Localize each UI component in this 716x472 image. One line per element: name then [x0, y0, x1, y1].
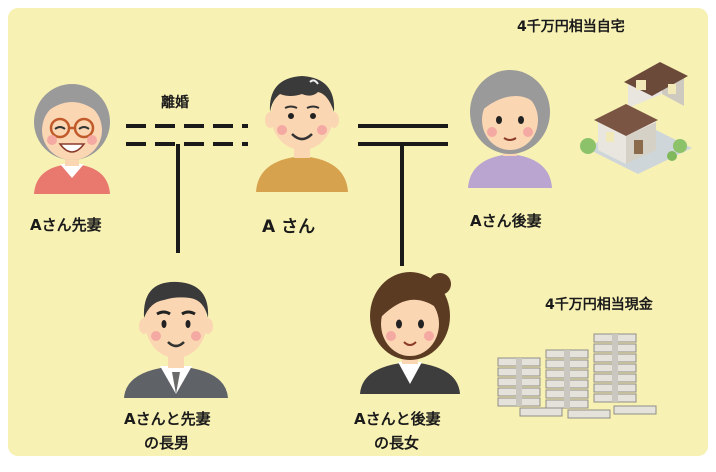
second-wife-label: Aさん後妻 — [470, 212, 542, 230]
house-caption: 4千万円相当自宅 — [517, 19, 625, 35]
relationship-lines — [126, 124, 448, 266]
ex-wife-label: Aさん先妻 — [30, 216, 102, 234]
a-san-label: A さん — [262, 217, 316, 237]
house-icon — [580, 62, 692, 174]
daughter-icon — [360, 272, 460, 394]
ex-wife-icon — [34, 84, 110, 194]
second-wife-icon — [468, 70, 552, 188]
cash-caption: 4千万円相当現金 — [545, 297, 653, 313]
eldest-son-label-line2: の長男 — [144, 434, 190, 452]
eldest-daughter-label-line1: Aさんと後妻 — [354, 410, 441, 428]
son-icon — [124, 281, 228, 398]
a-san-icon — [256, 76, 348, 192]
eldest-daughter-label-line2: の長女 — [374, 434, 420, 452]
eldest-son-label-line1: Aさんと先妻 — [124, 410, 211, 428]
family-diagram: 離婚 4千万円相当自宅 Aさん先妻 A さん Aさん後妻 4千万円相当現金 Aさ… — [8, 8, 708, 456]
cash-bundles-icon — [497, 333, 657, 419]
divorce-label: 離婚 — [161, 95, 189, 111]
